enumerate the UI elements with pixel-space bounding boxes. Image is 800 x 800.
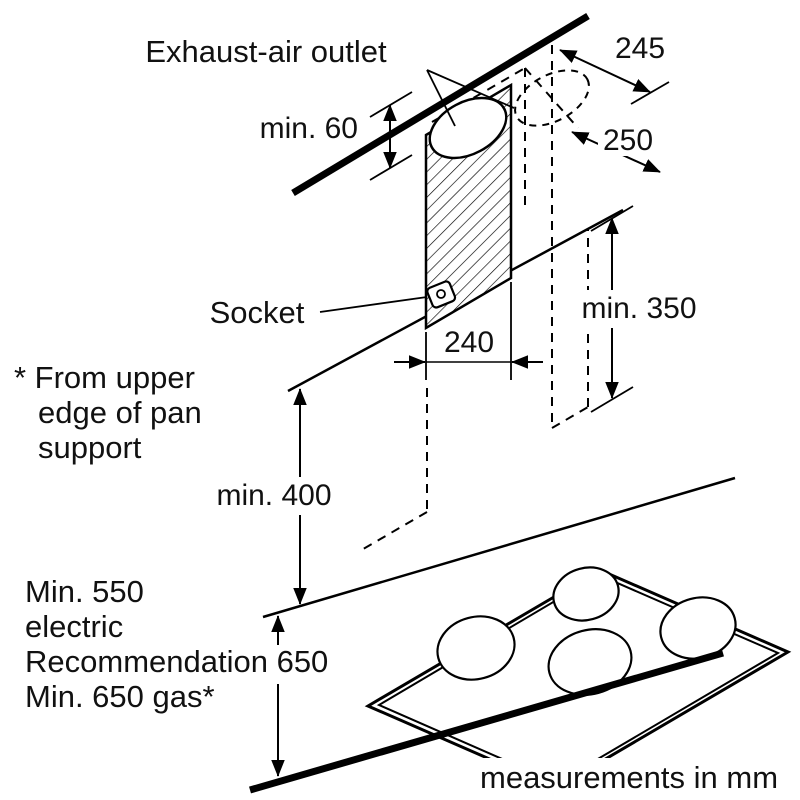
min-height-reference-line [262,476,736,619]
dimension-245 [559,49,670,105]
dimension-min-60 [369,91,413,181]
burner-circle [436,615,516,681]
counter-front-line [249,649,724,794]
footnote-line-2: edge of pan [38,395,202,430]
clearance-line-3: Recommendation 650 [25,644,328,679]
clearance-line-4: Min. 650 gas* [25,679,215,714]
burner-circle [552,566,620,622]
exhaust-label-leaders [426,69,515,127]
clearance-line-2: electric [25,609,123,644]
exhaust-air-outlet-label: Exhaust-air outlet [145,34,387,69]
min-350-label: min. 350 [581,292,696,325]
units-note-label: measurements in mm [480,760,778,795]
min-400-label: min. 400 [216,479,331,512]
footnote-line-3: support [38,430,142,465]
dim-245-label: 245 [615,32,665,65]
label-mask [199,477,349,515]
dimension-240 [394,282,543,380]
cooktop [364,566,792,790]
wall-top-line [291,12,590,197]
burner-circle [547,628,633,696]
label-mask [441,326,497,356]
label-mask [598,126,660,156]
dashed-duct-outline [357,45,589,553]
cooktop-inner-outline [376,573,781,785]
footnote-line-1: * From upper [14,360,195,395]
min-60-label: min. 60 [260,112,358,145]
socket-label: Socket [210,295,305,330]
clearance-line-1: Min. 550 [25,574,144,609]
label-mask [565,290,713,328]
power-socket-icon [319,280,457,313]
label-mask [470,758,800,796]
dim-240-label: 240 [444,326,494,359]
dim-250-label: 250 [603,124,653,157]
